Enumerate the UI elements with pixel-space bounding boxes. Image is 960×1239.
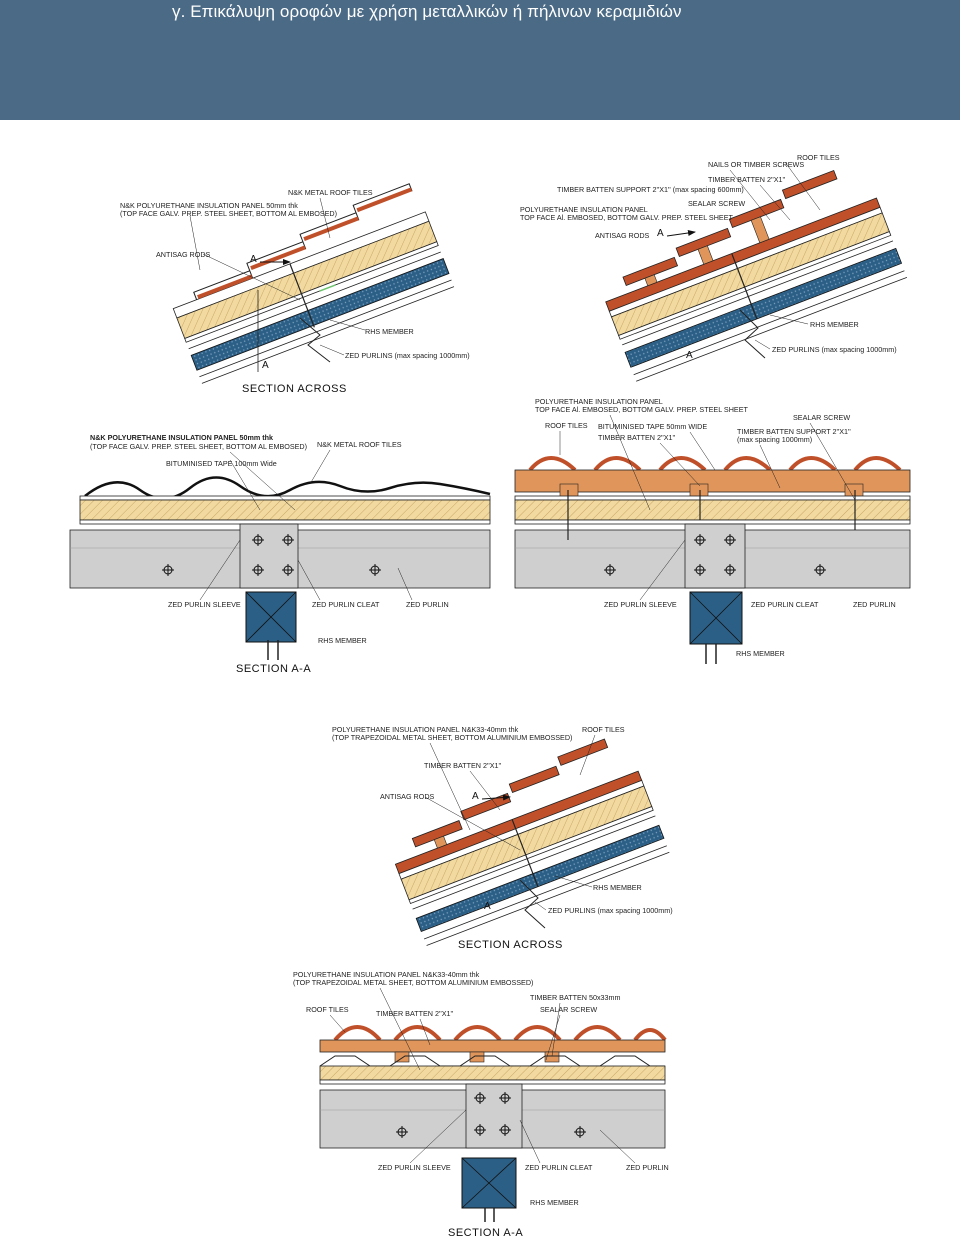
label-batten-d6: TIMBER BATTEN 2''X1'' xyxy=(376,1009,454,1018)
label-rhs-d3: RHS MEMBER xyxy=(318,636,367,645)
label-nk-panel-d3-2: (TOP FACE GALV. PREP. STEEL SHEET, BOTTO… xyxy=(90,442,307,451)
section-mark-a: A xyxy=(250,254,257,265)
label-sealar-d2: SEALAR SCREW xyxy=(688,199,745,208)
label-batten-d5: TIMBER BATTEN 2''X1'' xyxy=(424,761,502,770)
label-support-d4-1: TIMBER BATTEN SUPPORT 2''X1'' xyxy=(737,427,851,436)
label-metal-tiles-d3: N&K METAL ROOF TILES xyxy=(317,440,402,449)
label-nk-panel-d3-1: N&K POLYURETHANE INSULATION PANEL 50mm t… xyxy=(90,433,273,442)
label-sealar-d6: SEALAR SCREW xyxy=(540,1005,597,1014)
label-sleeve-d3: ZED PURLIN SLEEVE xyxy=(168,600,241,609)
label-roof-tiles-d6: ROOF TILES xyxy=(306,1005,349,1014)
label-cleat-d4: ZED PURLIN CLEAT xyxy=(751,600,819,609)
label-rhs: RHS MEMBER xyxy=(365,327,414,336)
section-mark-a-d2: A xyxy=(657,228,664,239)
label-sleeve-d4: ZED PURLIN SLEEVE xyxy=(604,600,677,609)
label-sleeve-d6: ZED PURLIN SLEEVE xyxy=(378,1163,451,1172)
drawing-clay-section-across xyxy=(605,169,908,382)
label-support-d4-2: (max spacing 1000mm) xyxy=(737,435,812,444)
label-purlin-d4: ZED PURLIN xyxy=(853,600,896,609)
label-pu-1-d5: POLYURETHANE INSULATION PANEL N&K33-40mm… xyxy=(332,725,519,734)
drawing-trapezoidal-section-aa xyxy=(319,1025,667,1222)
label-pu-1-d4: POLYURETHANE INSULATION PANEL xyxy=(535,397,663,406)
drawing-clay-section-aa xyxy=(514,456,911,664)
label-nk-panel-1: N&K POLYURETHANE INSULATION PANEL 50mm t… xyxy=(120,201,298,210)
label-pu-2-d4: TOP FACE Al. EMBOSED, BOTTOM GALV. PREP.… xyxy=(535,405,749,414)
label-rhs-d2: RHS MEMBER xyxy=(810,320,859,329)
label-roof-tiles-d5: ROOF TILES xyxy=(582,725,625,734)
label-rhs-d4: RHS MEMBER xyxy=(736,649,785,658)
label-nk-panel-2: (TOP FACE GALV. PREP. STEEL SHEET, BOTTO… xyxy=(120,209,337,218)
label-roof-tiles-d2: ROOF TILES xyxy=(797,153,840,162)
drawing-trapezoidal-section-across xyxy=(394,738,670,946)
label-antisag-d5: ANTISAG RODS xyxy=(380,792,435,801)
section-mark-a-d5: A xyxy=(472,791,479,802)
label-pu-2-d6: (TOP TRAPEZOIDAL METAL SHEET, BOTTOM ALU… xyxy=(293,978,533,987)
title-section-across-2: SECTION ACROSS xyxy=(458,939,563,951)
label-cleat-d6: ZED PURLIN CLEAT xyxy=(525,1163,593,1172)
section-mark-a-d5-lower: A xyxy=(484,901,491,912)
section-mark-a-d2-lower: A xyxy=(686,350,693,361)
label-rhs-d5: RHS MEMBER xyxy=(593,883,642,892)
label-zed: ZED PURLINS (max spacing 1000mm) xyxy=(345,351,470,360)
label-support-d2: TIMBER BATTEN SUPPORT 2''X1'' (max spaci… xyxy=(557,185,744,194)
drawing-metal-section-aa xyxy=(69,476,491,660)
page-title: γ. Επικάλυψη οροφών με χρήση μεταλλικών … xyxy=(172,2,682,21)
label-batten50-d6: TIMBER BATTEN 50x33mm xyxy=(530,993,621,1002)
title-section-aa-1: SECTION A-A xyxy=(236,663,311,675)
label-rhs-d6: RHS MEMBER xyxy=(530,1198,579,1207)
label-cleat-d3: ZED PURLIN CLEAT xyxy=(312,600,380,609)
label-nails: NAILS OR TIMBER SCREWS xyxy=(708,160,804,169)
title-section-aa-2: SECTION A-A xyxy=(448,1227,523,1239)
label-metal-tiles: N&K METAL ROOF TILES xyxy=(288,188,373,197)
title-section-across-1: SECTION ACROSS xyxy=(242,383,347,395)
label-purlin-d3: ZED PURLIN xyxy=(406,600,449,609)
label-pu-2-d2: TOP FACE Al. EMBOSED, BOTTOM GALV. PREP.… xyxy=(520,213,734,222)
drawing-metal-section-across xyxy=(172,183,455,384)
label-zed-d5: ZED PURLINS (max spacing 1000mm) xyxy=(548,906,673,915)
label-bitumen-d3: BITUMINISED TAPE 100mm Wide xyxy=(166,459,277,468)
label-antisag: ANTISAG RODS xyxy=(156,250,211,259)
label-bitumen-d4: BITUMINISED TAPE 50mm WIDE xyxy=(598,422,707,431)
label-pu-2-d5: (TOP TRAPEZOIDAL METAL SHEET, BOTTOM ALU… xyxy=(332,733,572,742)
label-batten-d2: TIMBER BATTEN 2''X1'' xyxy=(708,175,786,184)
header-banner: γ. Επικάλυψη οροφών με χρήση μεταλλικών … xyxy=(0,0,960,120)
label-batten-d4: TIMBER BATTEN 2''X1'' xyxy=(598,433,676,442)
label-pu-1-d2: POLYURETHANE INSULATION PANEL xyxy=(520,205,648,214)
label-pu-1-d6: POLYURETHANE INSULATION PANEL N&K33-40mm… xyxy=(293,970,480,979)
label-sealar-d4: SEALAR SCREW xyxy=(793,413,850,422)
label-zed-d2: ZED PURLINS (max spacing 1000mm) xyxy=(772,345,897,354)
label-antisag-d2: ANTISAG RODS xyxy=(595,231,650,240)
label-purlin-d6: ZED PURLIN xyxy=(626,1163,669,1172)
section-mark-a-lower: A xyxy=(262,360,269,371)
label-roof-tiles-d4: ROOF TILES xyxy=(545,421,588,430)
